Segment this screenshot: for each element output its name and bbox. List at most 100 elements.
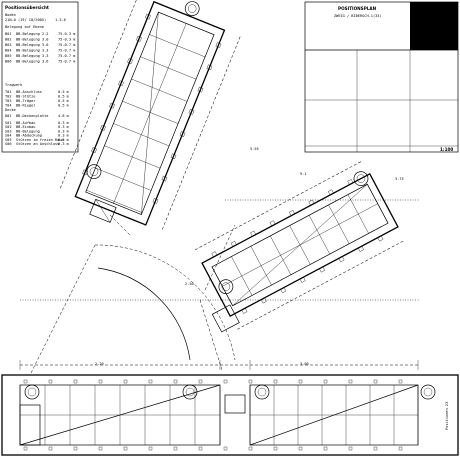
legend-row: D01 BB-Deckenplatte 4.8 m xyxy=(5,114,69,118)
legend-cell: BB-Stütze xyxy=(16,95,35,99)
plan-title: POSITIONSPLAN xyxy=(338,6,377,11)
column-marker-mid-right xyxy=(353,171,369,186)
legend-cell: 75-0.7 m xyxy=(58,54,75,58)
column-marker-bottom-4 xyxy=(420,384,436,400)
legend-cell: 0.3 m xyxy=(58,129,69,133)
legend-cell: BB-Deckenplatte xyxy=(16,114,48,118)
legend-code-label: 21N-0 (19/ 10/2005) xyxy=(5,18,46,22)
stair-core-upper xyxy=(89,198,117,223)
legend-cell: Stützen an Anschluss xyxy=(16,142,59,146)
legend-cell: BB-Riegel xyxy=(16,104,35,108)
stair-core-bottom xyxy=(224,394,246,414)
legend-cell: 4.8 m xyxy=(58,114,69,118)
column-marker-left xyxy=(86,164,102,180)
arc-inner xyxy=(97,267,191,361)
legend-row: B06 BB-Belegung 3.6 75-0.7 m xyxy=(5,60,75,64)
legend-cell: 0.3 m xyxy=(58,142,69,146)
legend-cell: S01 xyxy=(5,121,12,125)
legend-section-3: Decke xyxy=(5,108,16,112)
building-middle-outline xyxy=(201,173,399,317)
legend-cell: BB-Belegung 2.2 xyxy=(16,32,48,36)
legend-frame xyxy=(1,1,79,153)
stair-core-middle xyxy=(211,304,240,333)
legend-cell: 0.3 m xyxy=(58,121,69,125)
legend-cell: BB-Abdeckung xyxy=(16,134,42,138)
legend-cell: T03 xyxy=(5,99,12,103)
legend-cell: S02 xyxy=(5,125,12,129)
project-name: ZWEIG / BIBERSCH-1(33) xyxy=(334,14,382,18)
legend-rows-c: D01 BB-Deckenplatte 4.8 m xyxy=(5,114,69,118)
plan-scale: 1:100 xyxy=(440,147,453,152)
legend-row: S03 BB-Belegung 0.3 m xyxy=(5,129,69,133)
legend-section-1: Belegung auf Ebene xyxy=(5,25,44,29)
legend-cell: D01 xyxy=(5,114,12,118)
legend-cell: B01 xyxy=(5,32,12,36)
dim-label-d: 3.75 xyxy=(395,177,404,181)
legend-row: T02 BB-Stütze 0.5 m xyxy=(5,95,69,99)
legend-cell: BB-Belegung 3.6 xyxy=(16,60,48,64)
legend-row: B04 BB-Belegung 3.3 75-0.7 m xyxy=(5,49,75,53)
column-marker-bottom-1 xyxy=(24,384,40,400)
legend-row: B05 BB-Belegung 3.3 75-0.7 m xyxy=(5,54,75,58)
building-bottom: Positionen 23 xyxy=(1,360,459,456)
legend-cell: T01 xyxy=(5,90,12,94)
legend-cell: B06 xyxy=(5,60,12,64)
arc-outer xyxy=(94,244,236,361)
legend-cell: 75-0.7 m xyxy=(58,49,75,53)
legend-cell: BB-Träger xyxy=(16,99,36,103)
vertical-note: Positionen 23 xyxy=(445,402,449,430)
legend-rows-b: T01 BB-Anschluss 0.5 m T02 BB-Stütze 0.5 m T03… xyxy=(5,90,69,108)
legend-cell: S03 xyxy=(5,129,12,133)
construction-lines xyxy=(20,199,420,376)
legend-cell: 0.3 m xyxy=(58,138,69,142)
legend-cell: BB-Belegung 3.3 xyxy=(16,49,48,53)
legend-cell: S04 xyxy=(5,134,12,138)
legend-cell: BB-Belegung xyxy=(16,129,40,133)
legend-title: Positionsübersicht xyxy=(5,5,49,10)
legend-cell: BB-Belegung 3.3 xyxy=(16,54,48,58)
dim-label-c: 5.55 xyxy=(250,147,259,151)
legend-cell: 75-0.7 m xyxy=(58,43,75,47)
column-marker-bottom-2 xyxy=(182,384,198,400)
legend-cell: BB-Anschluss xyxy=(16,90,42,94)
legend-cell: 75-0.7 m xyxy=(58,60,75,64)
legend-section-2: Tragwerk xyxy=(5,83,23,87)
legend-cell: 0.5 m xyxy=(58,95,69,99)
legend-row: B03 BB-Belegung 3.0 75-0.7 m xyxy=(5,43,75,47)
legend-cell: BB-Aufbau xyxy=(16,121,35,125)
title-block-black-square xyxy=(410,2,458,50)
legend-cell: BB-Belegung 3.0 xyxy=(16,38,48,42)
legend-row: T01 BB-Anschluss 0.5 m xyxy=(5,90,69,94)
legend-panel: Positionsübersicht Boden 21N-0 (19/ 10/2… xyxy=(1,1,79,153)
title-block: POSITIONSPLAN ZWEIG / BIBERSCH-1(33) 1:1… xyxy=(304,1,459,153)
dim-label-a: 2.20 xyxy=(95,362,104,366)
legend-cell: 0.3 m xyxy=(58,125,69,129)
legend-cell: S06 xyxy=(5,142,12,146)
legend-cell: 0.5 m xyxy=(58,104,69,108)
legend-zone-label: Boden xyxy=(5,13,16,17)
legend-cell: 0.5 m xyxy=(58,90,69,94)
legend-cell: B05 xyxy=(5,54,12,58)
legend-row: B01 BB-Belegung 2.2 75-0.3 m xyxy=(5,32,75,36)
legend-cell: BB-Belegung 3.0 xyxy=(16,43,48,47)
legend-cell: T02 xyxy=(5,95,12,99)
building-upper-outline xyxy=(74,0,226,226)
dim-label-e: 2.50 xyxy=(185,282,194,286)
legend-cell: Stützen im freien Raum xyxy=(16,138,64,142)
legend-cell: B04 xyxy=(5,49,12,53)
legend-code-tag: 1-3-6 xyxy=(55,18,66,22)
dim-label-f: 9.1 xyxy=(300,172,307,176)
legend-cell: 75-0.3 m xyxy=(58,32,75,36)
title-block-frame xyxy=(304,1,459,153)
legend-cell: B03 xyxy=(5,43,12,47)
